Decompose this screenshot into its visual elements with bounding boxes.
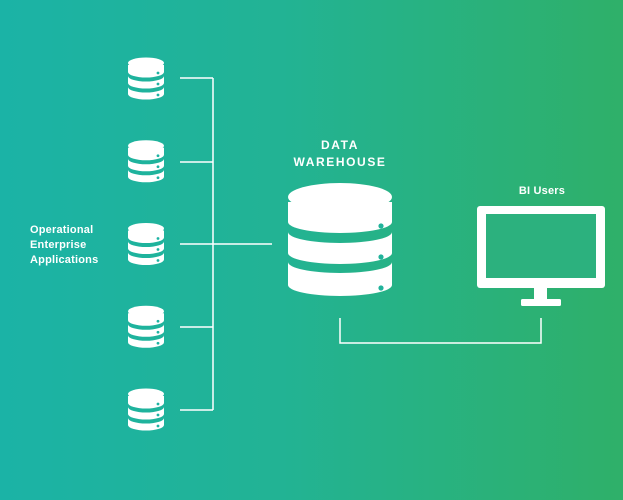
database-icon (128, 223, 164, 265)
warehouse-to-bi-connector (339, 318, 542, 344)
operational-label-line: Enterprise (30, 239, 87, 251)
database-icon (128, 305, 164, 348)
data-warehouse-label: DATA WAREHOUSE (292, 137, 388, 171)
operational-label-line: Operational (30, 224, 94, 236)
bi-users-label: BI Users (518, 185, 566, 197)
database-icon (128, 57, 164, 100)
data-warehouse-label-line: DATA (321, 138, 359, 152)
operational-applications-label: Operational Enterprise Applications (30, 223, 98, 268)
source-databases (128, 57, 164, 431)
warehouse-database-icon (288, 183, 392, 296)
monitor-icon (477, 206, 605, 306)
data-warehouse-label-line: WAREHOUSE (293, 155, 387, 169)
database-icon (128, 140, 164, 183)
database-icon (128, 388, 164, 431)
operational-label-line: Applications (30, 254, 99, 266)
connectors (180, 77, 542, 411)
